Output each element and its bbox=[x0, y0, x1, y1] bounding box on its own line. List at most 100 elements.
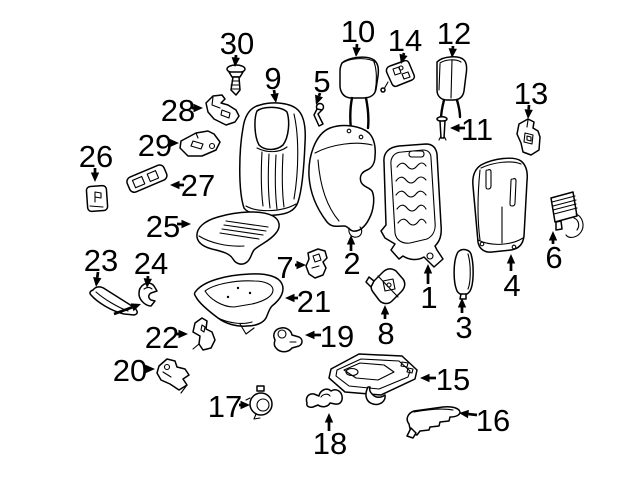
callout-arrowhead bbox=[420, 373, 430, 383]
part-number-8[interactable]: 8 bbox=[377, 316, 394, 351]
part-number-20[interactable]: 20 bbox=[113, 353, 147, 388]
part-number-11[interactable]: 11 bbox=[461, 112, 493, 147]
callout-25[interactable]: 25 bbox=[146, 209, 191, 244]
callout-17[interactable]: 17 bbox=[208, 389, 250, 424]
part-line bbox=[245, 203, 297, 212]
part-22-art bbox=[192, 317, 216, 351]
callout-29[interactable]: 29 bbox=[138, 128, 179, 163]
part-2-art bbox=[308, 124, 376, 238]
part-number-27[interactable]: 27 bbox=[181, 168, 215, 203]
callout-9[interactable]: 9 bbox=[264, 61, 282, 103]
part-number-26[interactable]: 26 bbox=[79, 139, 113, 174]
callout-24[interactable]: 24 bbox=[134, 246, 168, 288]
part-number-2[interactable]: 2 bbox=[343, 246, 360, 281]
callout-arrowhead bbox=[524, 109, 533, 119]
callout-19[interactable]: 19 bbox=[305, 319, 354, 354]
callout-15[interactable]: 15 bbox=[420, 362, 470, 397]
callout-3[interactable]: 3 bbox=[455, 298, 473, 345]
callout-5[interactable]: 5 bbox=[313, 64, 331, 105]
part-number-19[interactable]: 19 bbox=[320, 319, 354, 354]
callout-1[interactable]: 1 bbox=[420, 264, 438, 315]
part-line bbox=[365, 276, 375, 288]
part-line bbox=[397, 218, 427, 226]
callout-16[interactable]: 16 bbox=[459, 403, 510, 438]
part-line bbox=[143, 286, 153, 290]
part-number-24[interactable]: 24 bbox=[134, 246, 168, 281]
part-11-art bbox=[436, 116, 448, 141]
callout-4[interactable]: 4 bbox=[503, 254, 521, 303]
part-line bbox=[479, 241, 485, 247]
callout-arrow bbox=[402, 52, 406, 56]
callout-arrowhead bbox=[448, 48, 457, 58]
part-number-3[interactable]: 3 bbox=[455, 310, 472, 345]
part-line bbox=[328, 353, 418, 396]
callout-6[interactable]: 6 bbox=[545, 231, 563, 275]
part-29-art bbox=[179, 130, 221, 157]
part-number-6[interactable]: 6 bbox=[545, 240, 562, 275]
part-line bbox=[277, 329, 287, 339]
callout-arrowhead bbox=[450, 123, 460, 133]
part-number-23[interactable]: 23 bbox=[84, 243, 118, 278]
part-number-22[interactable]: 22 bbox=[145, 320, 179, 355]
callout-28[interactable]: 28 bbox=[161, 93, 203, 128]
callout-18[interactable]: 18 bbox=[313, 413, 347, 461]
callout-12[interactable]: 12 bbox=[437, 16, 471, 58]
callout-27[interactable]: 27 bbox=[170, 168, 215, 203]
part-line bbox=[509, 178, 517, 207]
part-number-15[interactable]: 15 bbox=[436, 362, 470, 397]
part-line bbox=[260, 151, 285, 210]
part-line bbox=[254, 106, 290, 151]
callout-2[interactable]: 2 bbox=[343, 235, 361, 281]
part-number-18[interactable]: 18 bbox=[313, 426, 347, 461]
part-26-art bbox=[85, 184, 109, 213]
part-line bbox=[345, 367, 359, 377]
part-number-14[interactable]: 14 bbox=[388, 23, 422, 58]
callout-arrowhead bbox=[169, 138, 179, 148]
part-line bbox=[406, 406, 461, 436]
part-number-25[interactable]: 25 bbox=[146, 209, 180, 244]
callout-arrow bbox=[113, 306, 133, 316]
part-number-7[interactable]: 7 bbox=[276, 250, 293, 285]
part-12-art bbox=[436, 56, 468, 121]
part-number-9[interactable]: 9 bbox=[264, 61, 281, 96]
part-line bbox=[226, 295, 230, 299]
callout-arrowhead bbox=[423, 264, 433, 274]
callout-arrowhead bbox=[352, 47, 361, 57]
callout-22[interactable]: 22 bbox=[145, 320, 188, 355]
part-number-17[interactable]: 17 bbox=[208, 389, 242, 424]
callout-23[interactable]: 23 bbox=[84, 243, 118, 287]
part-number-4[interactable]: 4 bbox=[503, 268, 520, 303]
part-number-5[interactable]: 5 bbox=[313, 64, 330, 99]
callout-arrow bbox=[317, 92, 322, 97]
callout-14[interactable]: 14 bbox=[388, 23, 422, 64]
part-number-28[interactable]: 28 bbox=[161, 93, 195, 128]
part-number-1[interactable]: 1 bbox=[420, 280, 437, 315]
part-number-10[interactable]: 10 bbox=[341, 14, 375, 49]
callout-30[interactable]: 30 bbox=[220, 26, 254, 67]
callout-20[interactable]: 20 bbox=[113, 353, 155, 388]
part-line bbox=[219, 220, 269, 240]
callout-arrowhead bbox=[181, 219, 191, 229]
part-number-21[interactable]: 21 bbox=[297, 284, 331, 319]
part-25-art bbox=[196, 211, 280, 265]
part-line bbox=[395, 176, 427, 184]
part-number-16[interactable]: 16 bbox=[476, 403, 510, 438]
part-number-12[interactable]: 12 bbox=[437, 16, 471, 51]
callout-26[interactable]: 26 bbox=[79, 139, 113, 182]
part-line bbox=[126, 164, 168, 193]
part-number-29[interactable]: 29 bbox=[138, 128, 172, 163]
part-number-13[interactable]: 13 bbox=[514, 76, 548, 111]
part-15-art bbox=[328, 353, 418, 406]
part-line bbox=[349, 96, 370, 132]
callout-10[interactable]: 10 bbox=[341, 14, 375, 57]
callout-21[interactable]: 21 bbox=[285, 284, 331, 319]
callout-arrowhead bbox=[506, 254, 516, 264]
parts-artwork bbox=[85, 56, 584, 439]
callout-8[interactable]: 8 bbox=[377, 305, 395, 351]
callout-13[interactable]: 13 bbox=[514, 76, 548, 119]
part-number-30[interactable]: 30 bbox=[220, 26, 254, 61]
callout-11[interactable]: 11 bbox=[450, 112, 493, 147]
part-line bbox=[193, 273, 284, 327]
callout-7[interactable]: 7 bbox=[276, 250, 306, 285]
